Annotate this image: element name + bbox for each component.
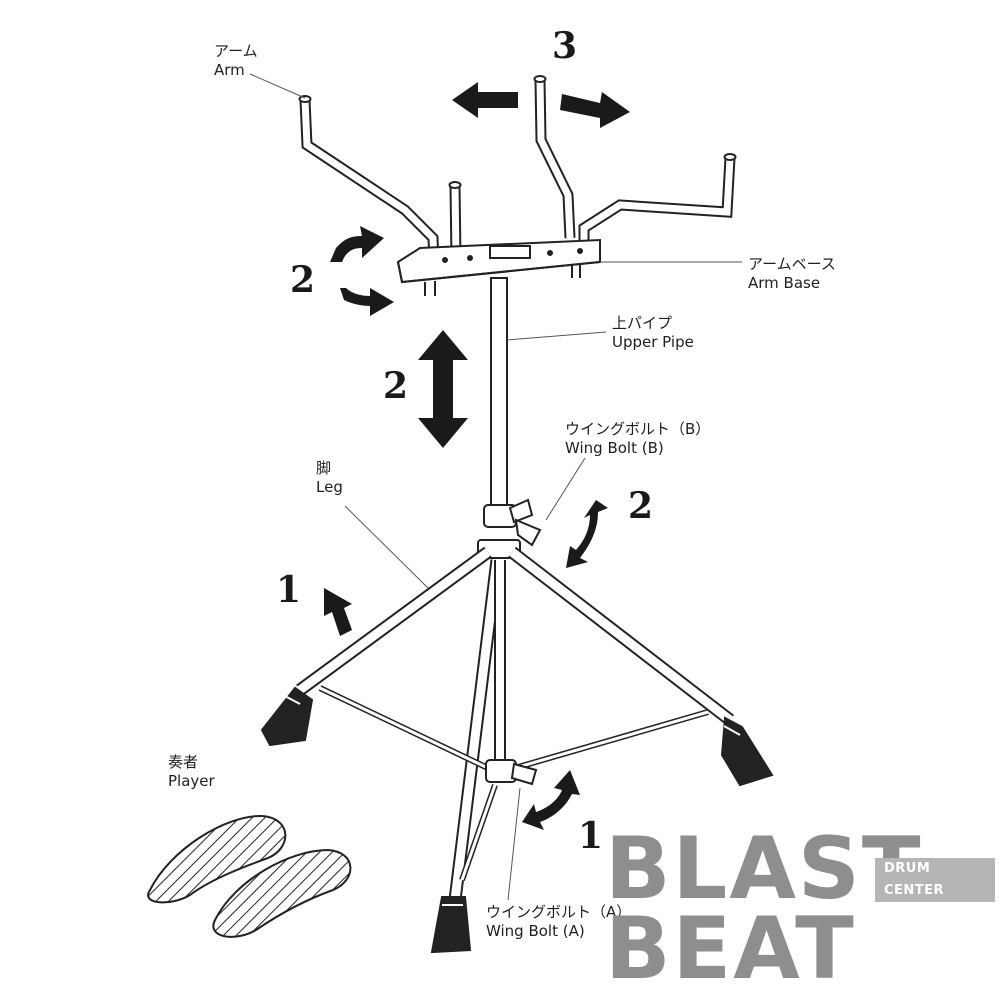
arrow-right-3 — [560, 92, 630, 128]
logo-word-blast: BLAST — [605, 819, 923, 919]
step-number-wing-bolt-a: 1 — [578, 815, 604, 857]
arrow-base-upper — [330, 226, 384, 262]
wing-bolt-b-label-en: Wing Bolt (B) — [565, 439, 664, 457]
arm-base-label-jp: アームベース — [748, 255, 836, 273]
step-number-pipe-height: 2 — [383, 365, 409, 407]
arrow-bolt-b — [566, 500, 608, 568]
right-footprint — [212, 848, 352, 938]
arrow-base-lower — [340, 288, 394, 316]
arm-label-en: Arm — [214, 61, 245, 79]
upper-pipe-label-jp: 上パイプ — [612, 314, 673, 332]
leg-label-en: Leg — [316, 478, 343, 496]
arrow-bolt-a — [522, 770, 580, 830]
step-number-leg-spread: 1 — [276, 569, 302, 611]
leg-feet — [260, 686, 774, 954]
movement-arrows — [324, 82, 630, 830]
upper-pipe-label-en: Upper Pipe — [612, 333, 694, 351]
wing-bolt-b-label: ウイングボルト（B） Wing Bolt (B) — [565, 420, 710, 458]
leg-label: 脚 Leg — [316, 459, 343, 497]
arm-base-label-en: Arm Base — [748, 274, 821, 292]
arrow-leg-up — [324, 588, 352, 636]
arm-base — [396, 238, 601, 296]
legs — [296, 546, 734, 901]
logo-word-beat: BEAT — [605, 899, 856, 999]
wing-bolt-a-clamp — [485, 759, 538, 786]
step-number-arm-base-rotate: 2 — [290, 259, 316, 301]
wing-bolt-a-label-en: Wing Bolt (A) — [486, 922, 585, 940]
front-foot — [430, 896, 472, 954]
leg-label-jp: 脚 — [316, 459, 332, 477]
wing-bolt-b-clamp — [477, 498, 542, 559]
arm-label-jp: アーム — [214, 42, 258, 60]
arms — [298, 75, 737, 263]
step-number-arm-spread: 3 — [552, 25, 578, 67]
leader-lines — [249, 73, 742, 901]
wing-bolt-b-label-jp: ウイングボルト（B） — [565, 420, 711, 438]
left-foot — [260, 686, 314, 747]
player-label: 奏者 Player — [168, 753, 215, 791]
logo-tag-drum-center: DRUM CENTER — [875, 858, 995, 902]
step-number-wing-bolt-b: 2 — [628, 485, 654, 527]
arrow-pipe-updown — [418, 330, 468, 448]
player-label-en: Player — [168, 772, 215, 790]
player-label-jp: 奏者 — [168, 753, 199, 771]
arm-label: アーム Arm — [214, 42, 258, 80]
upper-pipe-label: 上パイプ Upper Pipe — [612, 314, 694, 352]
upper-pipe — [490, 277, 508, 509]
right-foot — [720, 716, 774, 787]
wing-bolt-a-label: ウイングボルト（A） Wing Bolt (A) — [486, 903, 631, 941]
left-footprint — [147, 814, 287, 904]
arm-base-label: アームベース Arm Base — [748, 255, 836, 293]
wing-bolt-a-label-jp: ウイングボルト（A） — [486, 903, 632, 921]
blast-beat-logo: BLAST DRUM CENTER BEAT — [605, 826, 995, 996]
arrow-left-3 — [452, 82, 518, 118]
player-footprints — [147, 814, 352, 938]
